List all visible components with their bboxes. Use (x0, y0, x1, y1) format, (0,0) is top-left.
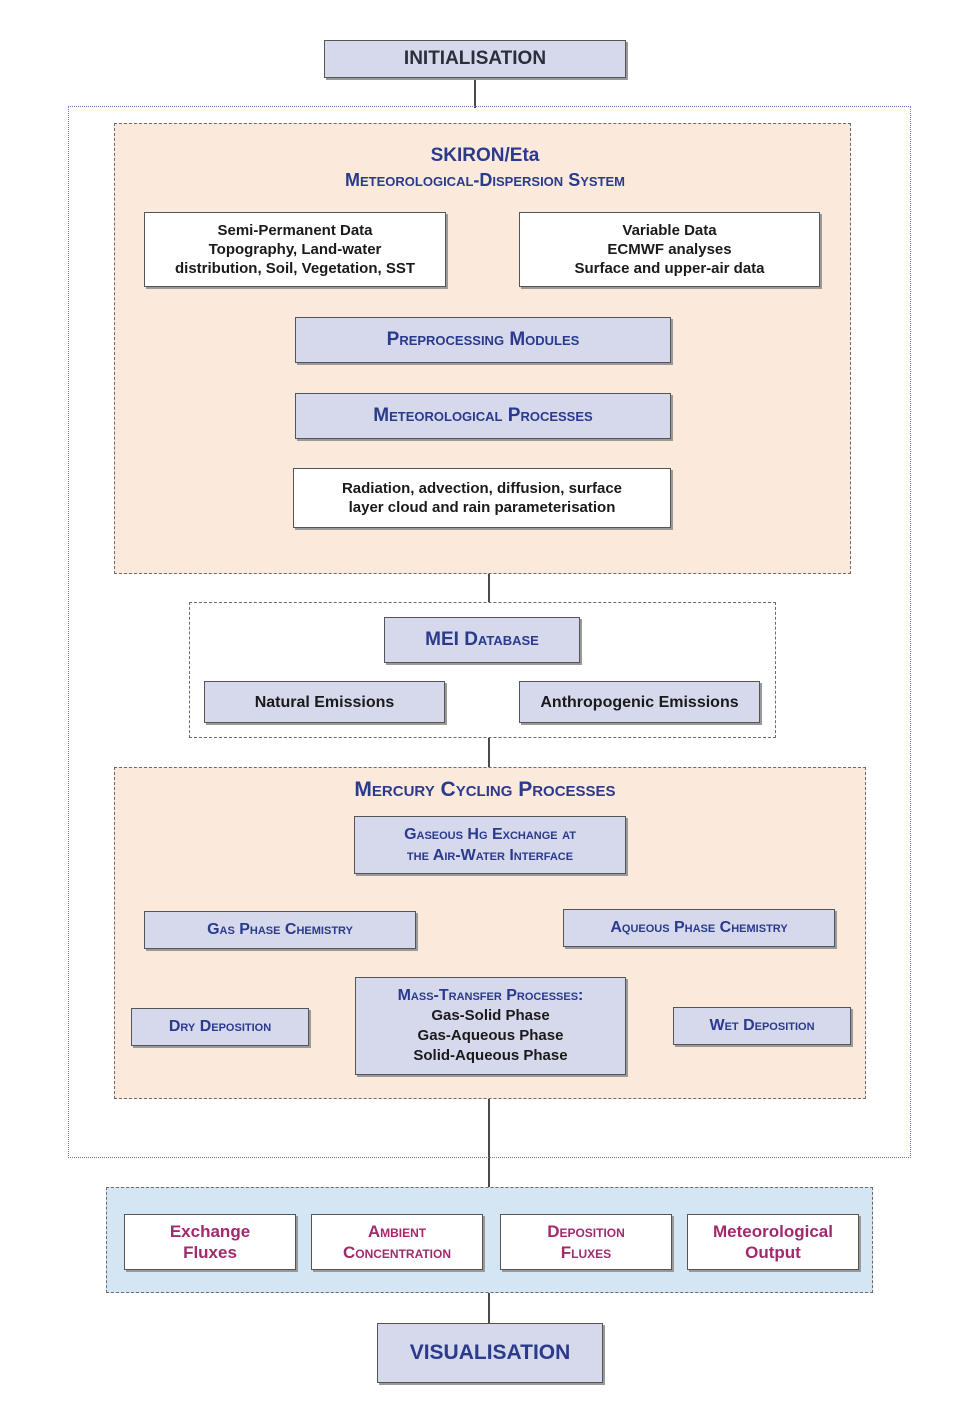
mass-transfer-box: Mass-Transfer Processes: Gas-Solid Phase… (355, 977, 626, 1075)
visualisation-box: VISUALISATION (377, 1323, 603, 1383)
natural-emissions-box: Natural Emissions (204, 681, 445, 723)
met-processes-label: Meteorological Processes (373, 405, 593, 426)
mass-transfer-item-2: Gas-Aqueous Phase (417, 1027, 564, 1044)
aqueous-phase-label: Aqueous Phase Chemistry (610, 919, 788, 936)
variable-data-box: Variable Data ECMWF analyses Surface and… (519, 212, 820, 287)
variable-line-1: Variable Data (622, 222, 717, 239)
mei-database-box: MEI Database (384, 617, 580, 663)
variable-line-3: Surface and upper-air data (574, 260, 765, 277)
skiron-subtitle: Meteorological-Dispersion System (345, 170, 625, 190)
connector-skiron-mei (488, 573, 490, 603)
exchange-fluxes-box: Exchange Fluxes (124, 1214, 296, 1270)
wet-deposition-box: Wet Deposition (673, 1007, 851, 1045)
radiation-line-2: layer cloud and rain parameterisation (348, 499, 616, 516)
wet-deposition-label: Wet Deposition (709, 1017, 815, 1034)
anthropogenic-emissions-box: Anthropogenic Emissions (519, 681, 760, 723)
gaseous-hg-exchange-box: Gaseous Hg Exchange at the Air-Water Int… (354, 816, 626, 874)
gas-phase-label: Gas Phase Chemistry (207, 921, 353, 938)
mass-transfer-item-3: Solid-Aqueous Phase (413, 1047, 568, 1064)
connector-init (474, 78, 476, 108)
anthropogenic-emissions-label: Anthropogenic Emissions (540, 693, 739, 711)
initialisation-label: INITIALISATION (403, 48, 547, 69)
exchange-line-1: Exchange (169, 1222, 251, 1241)
gas-phase-chemistry-box: Gas Phase Chemistry (144, 911, 416, 949)
dry-deposition-label: Dry Deposition (168, 1018, 272, 1035)
semi-permanent-line-3: distribution, Soil, Vegetation, SST (174, 260, 415, 277)
mercury-title: Mercury Cycling Processes (354, 778, 616, 801)
radiation-line-1: Radiation, advection, diffusion, surface (341, 480, 623, 497)
semi-permanent-line-2: Topography, Land-water (208, 241, 382, 258)
variable-line-2: ECMWF analyses (607, 241, 732, 258)
radiation-box: Radiation, advection, diffusion, surface… (293, 468, 671, 528)
mass-transfer-item-1: Gas-Solid Phase (431, 1007, 550, 1024)
meteorological-output-box: Meteorological Output (687, 1214, 859, 1270)
ambient-line-1: Ambient (367, 1222, 427, 1241)
gaseous-line-2: the Air-Water Interface (406, 847, 574, 864)
initialisation-box: INITIALISATION (324, 40, 626, 78)
connector-mercury-outputs (488, 1098, 490, 1188)
met-output-line-2: Output (745, 1243, 801, 1262)
semi-permanent-data-box: Semi-Permanent Data Topography, Land-wat… (144, 212, 446, 287)
meteorological-processes-box: Meteorological Processes (295, 393, 671, 439)
model-region (68, 106, 911, 1158)
mei-title: MEI Database (425, 629, 539, 650)
ambient-concentration-box: Ambient Concentration (311, 1214, 483, 1270)
met-output-line-1: Meteorological (713, 1222, 833, 1241)
natural-emissions-label: Natural Emissions (254, 693, 395, 711)
gaseous-line-1: Gaseous Hg Exchange at (404, 826, 576, 843)
connector-mei-mercury (488, 738, 490, 768)
skiron-title: SKIRON/Eta (430, 145, 540, 166)
ambient-line-2: Concentration (342, 1243, 452, 1262)
deposition-line-2: Fluxes (560, 1243, 612, 1262)
aqueous-phase-chemistry-box: Aqueous Phase Chemistry (563, 909, 835, 947)
preprocessing-label: Preprocessing Modules (386, 329, 580, 350)
dry-deposition-box: Dry Deposition (131, 1008, 309, 1046)
mass-transfer-title: Mass-Transfer Processes: (397, 987, 584, 1004)
preprocessing-modules-box: Preprocessing Modules (295, 317, 671, 363)
exchange-line-2: Fluxes (183, 1243, 237, 1262)
connector-outputs-vis (488, 1293, 490, 1323)
deposition-fluxes-box: Deposition Fluxes (500, 1214, 672, 1270)
deposition-line-1: Deposition (547, 1222, 625, 1241)
semi-permanent-line-1: Semi-Permanent Data (217, 222, 373, 239)
visualisation-label: VISUALISATION (409, 1341, 571, 1364)
